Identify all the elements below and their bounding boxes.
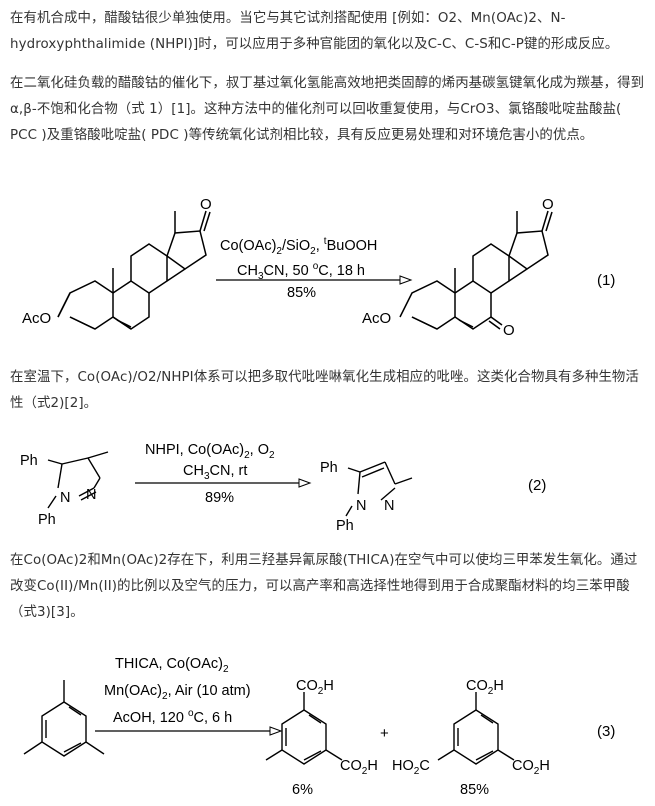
reactant-n2: N — [86, 487, 96, 503]
product-ketone-oxygen: O — [542, 196, 554, 213]
product2-top-carboxyl: CO2H — [466, 678, 504, 697]
pyrazoline-reactant-structure — [47, 451, 109, 509]
equation-number-3: (3) — [597, 723, 615, 740]
trimesic-acid-structure — [437, 692, 515, 765]
plus-sign: + — [380, 725, 389, 742]
eq1-conditions-line2: CH3CN, 50 oC, 18 h — [237, 261, 365, 282]
product2-left-carboxyl: HO2C — [392, 758, 430, 777]
product-enone-oxygen: O — [503, 322, 515, 339]
product-acetoxy-label: AcO — [362, 310, 391, 327]
reaction-scheme-3: THICA, Co(OAc)2 Mn(OAc)2, Air (10 atm) A… — [23, 656, 615, 798]
steroid-reactant-structure — [57, 210, 211, 330]
eq2-yield: 89% — [205, 490, 234, 506]
pyrazole-product-structure — [345, 461, 413, 517]
product2-right-carboxyl: CO2H — [512, 758, 550, 777]
methyl-isophthalic-acid-structure — [265, 692, 343, 765]
product1-top-carboxyl: CO2H — [296, 678, 334, 697]
product1-right-carboxyl: CO2H — [340, 758, 378, 777]
reactant-n1: N — [60, 490, 70, 506]
product2-yield: 85% — [460, 782, 489, 798]
reaction-scheme-2: Ph N N Ph NHPI, Co(OAc)2, O2 CH3CN, rt 8… — [20, 442, 546, 532]
eq3-conditions-line1: THICA, Co(OAc)2 — [115, 656, 229, 675]
product1-yield: 6% — [292, 782, 313, 798]
eq3-conditions-line2: Mn(OAc)2, Air (10 atm) — [104, 683, 251, 702]
eq2-conditions-line1: NHPI, Co(OAc)2, O2 — [145, 442, 275, 461]
product-phenyl-bottom: Ph — [336, 518, 354, 532]
eq2-conditions-line2: CH3CN, rt — [183, 463, 247, 482]
paragraph-intro: 在有机合成中，醋酸钴很少单独使用。当它与其它试剂搭配使用 [例如：O2、Mn(O… — [10, 11, 619, 52]
reactant-ketone-oxygen: O — [200, 196, 212, 213]
mesitylene-structure — [23, 680, 105, 757]
product-phenyl-top: Ph — [320, 460, 338, 476]
eq1-conditions-line1: Co(OAc)2/SiO2, tBuOOH — [220, 236, 377, 257]
reaction-scheme-1: AcO O Co(OAc)2/SiO2, tBuOOH CH3CN, 50 oC… — [22, 196, 615, 339]
steroid-product-structure — [399, 210, 553, 330]
paragraph-mesitylene: 在Co(OAc)2和Mn(OAc)2存在下，利用三羟基异氰尿酸(THICA)在空… — [10, 553, 638, 620]
reactant-acetoxy-label: AcO — [22, 310, 51, 327]
equation-number-2: (2) — [528, 477, 546, 494]
eq3-conditions-line3: AcOH, 120 oC, 6 h — [113, 708, 232, 726]
product-n1: N — [356, 498, 366, 514]
reactant-phenyl-bottom: Ph — [38, 512, 56, 528]
paragraph-pyrazole: 在室温下，Co(OAc)/O2/NHPI体系可以把多取代吡唑啉氧化生成相应的吡唑… — [10, 370, 639, 411]
equation-number-1: (1) — [597, 272, 615, 289]
paragraph-steroid-oxidation: 在二氧化硅负载的醋酸钴的催化下，叔丁基过氧化氢能高效地把类固醇的烯丙基碳氢键氧化… — [10, 76, 645, 143]
eq1-yield: 85% — [287, 285, 316, 301]
product-n2: N — [384, 498, 394, 514]
reactant-phenyl-top: Ph — [20, 453, 38, 469]
